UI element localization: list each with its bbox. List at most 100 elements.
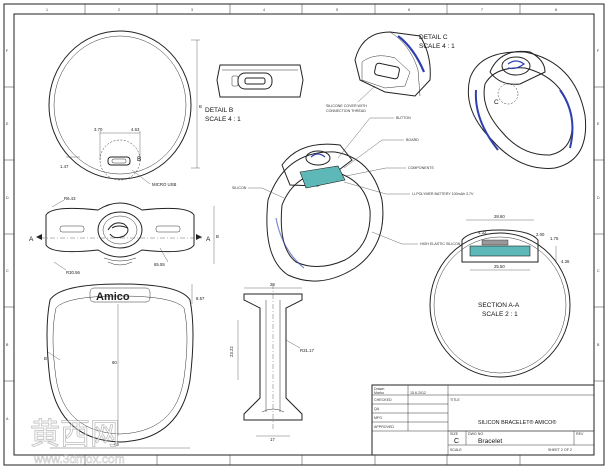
zone-label-right: B xyxy=(597,343,600,347)
dim-text: 2.00 xyxy=(536,232,545,237)
tb-rev-label: REV xyxy=(576,432,584,436)
section-aa-title: SECTION A-A xyxy=(478,302,520,309)
dim-text: 60 xyxy=(112,360,117,365)
dim-text: R31.17 xyxy=(300,348,314,353)
detail-b-scale: SCALE 4 : 1 xyxy=(205,116,241,123)
tb-sheet: SHEET 2 OF 2 xyxy=(548,448,572,452)
tb-scale-label: SCALE xyxy=(450,448,462,452)
detail-marker: C xyxy=(494,99,499,106)
front-view-ring: Amico 60 8.57 60 B xyxy=(44,283,205,449)
watermark-url: www.3dmox.com xyxy=(33,452,125,466)
iso-bracelet-center xyxy=(266,143,384,282)
section-aa-view: 28.60 4.32 2.00 1.75 4.36 25.50 SECTION … xyxy=(429,214,571,378)
inner-border xyxy=(13,13,595,456)
tb-title: SILICON BRACELET® AMICO® xyxy=(478,419,556,426)
detail-c-label: DETAIL C SCALE 4 : 1 xyxy=(419,34,455,50)
side-view: 28 17 23.22 R31.17 xyxy=(229,282,314,442)
zone-label-left: B xyxy=(6,343,9,347)
outer-border xyxy=(3,3,605,466)
dim-text: 1.47 xyxy=(60,164,69,169)
tb-checked: CHECKED xyxy=(374,398,392,402)
dim-text: B xyxy=(216,234,219,239)
dim-text: 3.70 xyxy=(94,127,103,132)
micro-usb-port xyxy=(107,156,131,166)
detail-b-title: DETAIL B xyxy=(205,107,233,114)
dim-text: B xyxy=(199,104,202,109)
zone-label-top: 2 xyxy=(118,8,120,12)
center-callouts: BUTTON BOARD COMPONENTS LI-POLYMER BATTE… xyxy=(232,116,474,246)
zone-labels: 1 2 3 4 5 6 7 8 F E D C B A F E D C B xyxy=(6,8,600,421)
tb-title-label: TITLE xyxy=(450,398,460,402)
dim-text: 28 xyxy=(270,282,275,287)
zone-label-top: 4 xyxy=(263,8,265,12)
tb-mfg: MFG xyxy=(374,416,382,420)
tb-drawn-date: 15.6.2012 xyxy=(410,391,426,395)
section-aa-scale: SCALE 2 : 1 xyxy=(482,311,518,318)
tb-qa: QA xyxy=(374,407,380,411)
zone-label-top: 5 xyxy=(336,8,338,12)
callout-text: SILICONE COVER WITH xyxy=(326,104,367,108)
section-marker-left: A xyxy=(29,236,34,243)
zone-label-left: D xyxy=(6,196,9,200)
zone-label-top: 1 xyxy=(46,8,48,12)
watermark-chinese: 黄西网 xyxy=(30,418,120,451)
callout-micro-usb: MICRO USB xyxy=(152,182,176,187)
brand-logo-text: Amico xyxy=(96,291,130,303)
callout-components: COMPONENTS xyxy=(408,166,434,170)
title-block: Drawn Marko 15.6.2012 CHECKED QA MFG APP… xyxy=(371,384,595,456)
zone-label-right: C xyxy=(597,269,600,273)
zone-label-left: F xyxy=(6,49,9,53)
detail-b-label: DETAIL B SCALE 4 : 1 xyxy=(205,107,241,123)
dim-text: 4.63 xyxy=(131,127,140,132)
section-marker-right: A xyxy=(206,236,211,243)
callout-elastic: HIGH ELASTIC SILICON xyxy=(420,242,461,246)
callout-silicone-cover: SILICONE COVER WITH CONNECTION THREAD xyxy=(326,85,376,113)
callout-text: CONNECTION THREAD xyxy=(326,109,366,113)
zone-ticks xyxy=(4,4,604,465)
dim-text: R30.56 xyxy=(66,270,80,275)
detail-c-scale: SCALE 4 : 1 xyxy=(419,43,455,50)
tb-drawn-label: Drawn xyxy=(374,387,384,391)
detail-marker: B xyxy=(137,156,141,163)
iso-bracelet-top-right: C xyxy=(467,50,587,169)
ring-view-top: 3.70 4.63 1.47 B MICRO USB B xyxy=(48,30,202,187)
tb-size-label: SIZE xyxy=(450,432,459,436)
zone-label-right: D xyxy=(597,196,600,200)
zone-label-top: 6 xyxy=(408,8,410,12)
dim-text: 4.36 xyxy=(561,259,570,264)
tb-size: C xyxy=(454,438,459,445)
detail-b-view xyxy=(216,64,304,98)
dim-text: 8.57 xyxy=(196,296,205,301)
dim-text: 4.32 xyxy=(478,230,487,235)
top-view-band: A A B R6.43 R30.56 65.55 xyxy=(29,196,219,275)
zone-label-right: E xyxy=(597,122,600,126)
dim-text: B xyxy=(44,356,47,361)
tb-drawn-name: Marko xyxy=(374,391,384,395)
dim-text: 23.22 xyxy=(229,346,234,357)
dim-text: 65.55 xyxy=(154,262,165,267)
zone-label-right: F xyxy=(597,49,600,53)
watermark: 黄西网 www.3dmox.com xyxy=(30,418,125,467)
callout-silicon: SILICON xyxy=(232,186,247,190)
zone-label-top: 8 xyxy=(555,8,557,12)
dim-text: 17 xyxy=(270,437,275,442)
tb-dwg-label: DWG NO xyxy=(468,432,483,436)
zone-label-top: 3 xyxy=(191,8,193,12)
dim-text: 25.50 xyxy=(494,264,505,269)
dim-text: 60 xyxy=(114,442,119,447)
detail-c-view xyxy=(354,31,431,97)
zone-label-left: C xyxy=(6,269,9,273)
callout-button: BUTTON xyxy=(396,116,411,120)
callout-board: BOARD xyxy=(406,138,419,142)
detail-c-title: DETAIL C xyxy=(419,34,448,41)
section-battery xyxy=(469,245,531,257)
battery-block xyxy=(299,165,346,189)
zone-label-left: A xyxy=(6,417,9,421)
dim-text: 1.75 xyxy=(550,236,559,241)
dim-text: 28.60 xyxy=(494,214,505,219)
callout-battery: LI-POLYMER BATTERY 100mAh 3.7V xyxy=(412,192,474,196)
tb-approved: APPROVED xyxy=(374,425,394,429)
zone-label-left: E xyxy=(6,122,9,126)
zone-label-top: 7 xyxy=(481,8,483,12)
